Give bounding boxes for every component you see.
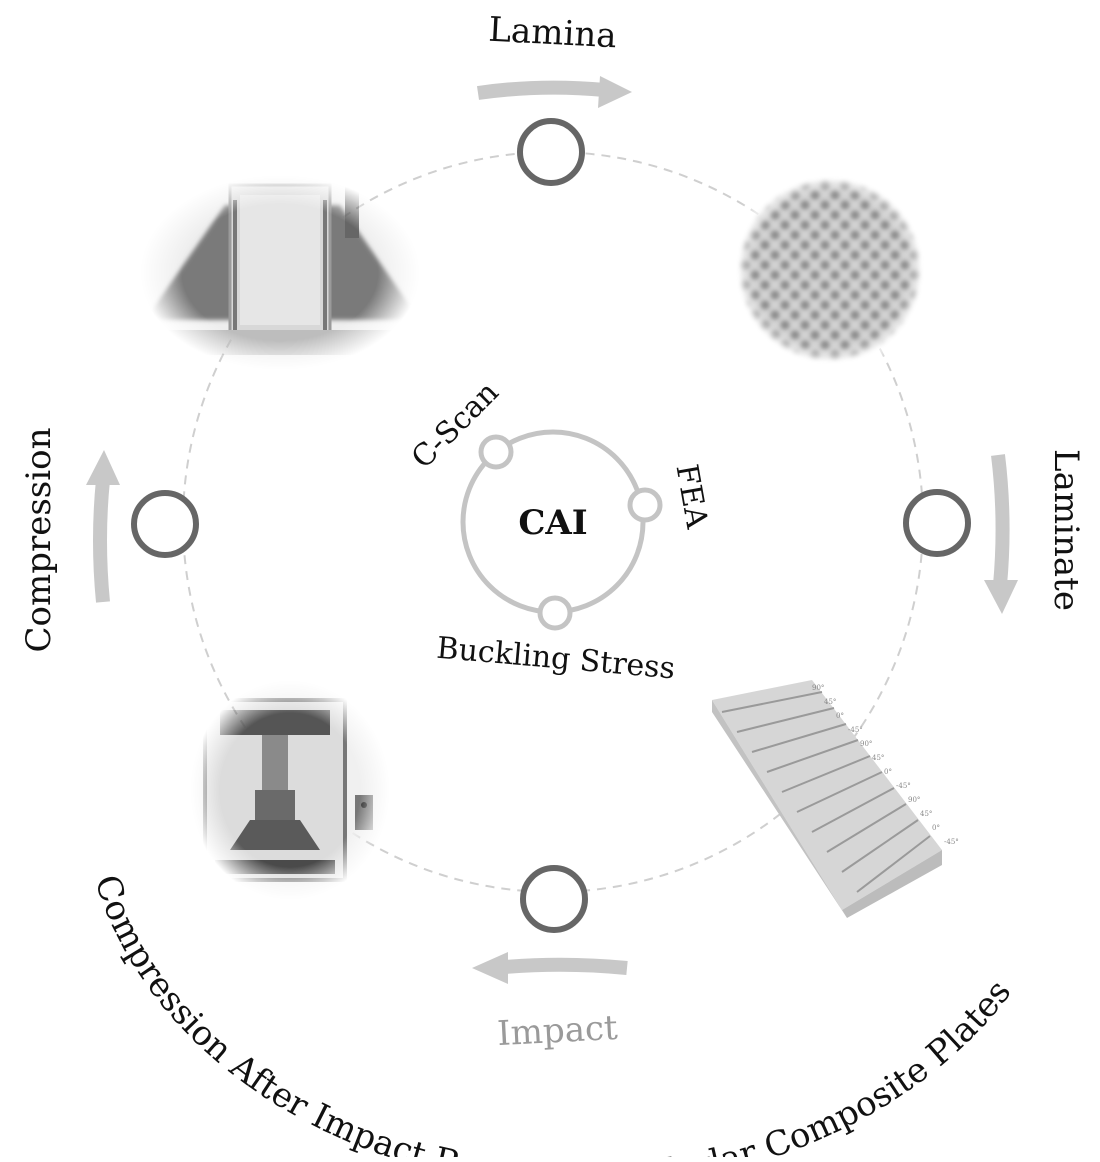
label-buckling-stress: Buckling Stress <box>435 631 676 687</box>
ply-label: 90° <box>812 684 824 692</box>
node-laminate <box>903 489 971 557</box>
label-compression: Compression <box>19 427 59 652</box>
cai-title: CAI <box>518 503 587 543</box>
ply-label: 45° <box>920 810 932 818</box>
fea-node <box>627 487 663 523</box>
node-lamina <box>517 118 585 186</box>
arrow-laminate <box>984 454 1018 614</box>
ply-label: 0° <box>932 824 940 832</box>
ply-label: 90° <box>860 740 872 748</box>
node-impact <box>520 865 588 933</box>
label-laminate: Laminate <box>1046 449 1086 611</box>
node-compression <box>131 490 199 558</box>
arrow-compression <box>86 450 120 603</box>
buckling-node <box>537 595 573 631</box>
arrow-impact <box>472 952 628 984</box>
label-lamina: Lamina <box>488 10 618 57</box>
ply-label: 0° <box>836 712 844 720</box>
ply-label: 45° <box>872 754 884 762</box>
ply-label: 90° <box>908 796 920 804</box>
laminate-stack-image: 90°45°0°-45°90°45°0°-45°90°45°0°-45° <box>712 680 959 918</box>
ply-label: -45° <box>944 838 959 846</box>
ply-label: -45° <box>896 782 911 790</box>
ply-label: 0° <box>884 768 892 776</box>
cscan-node <box>478 434 514 470</box>
laminate-ply-labels: 90°45°0°-45°90°45°0°-45°90°45°0°-45° <box>812 684 959 846</box>
arrow-lamina <box>476 76 632 108</box>
lamina-weave-image <box>733 173 927 367</box>
label-fea: FEA <box>669 462 715 532</box>
label-impact: Impact <box>496 1008 619 1054</box>
ply-label: -45° <box>848 726 863 734</box>
impact-machine-image <box>190 680 390 900</box>
ply-label: 45° <box>824 698 836 706</box>
compression-fixture-image <box>140 175 420 370</box>
